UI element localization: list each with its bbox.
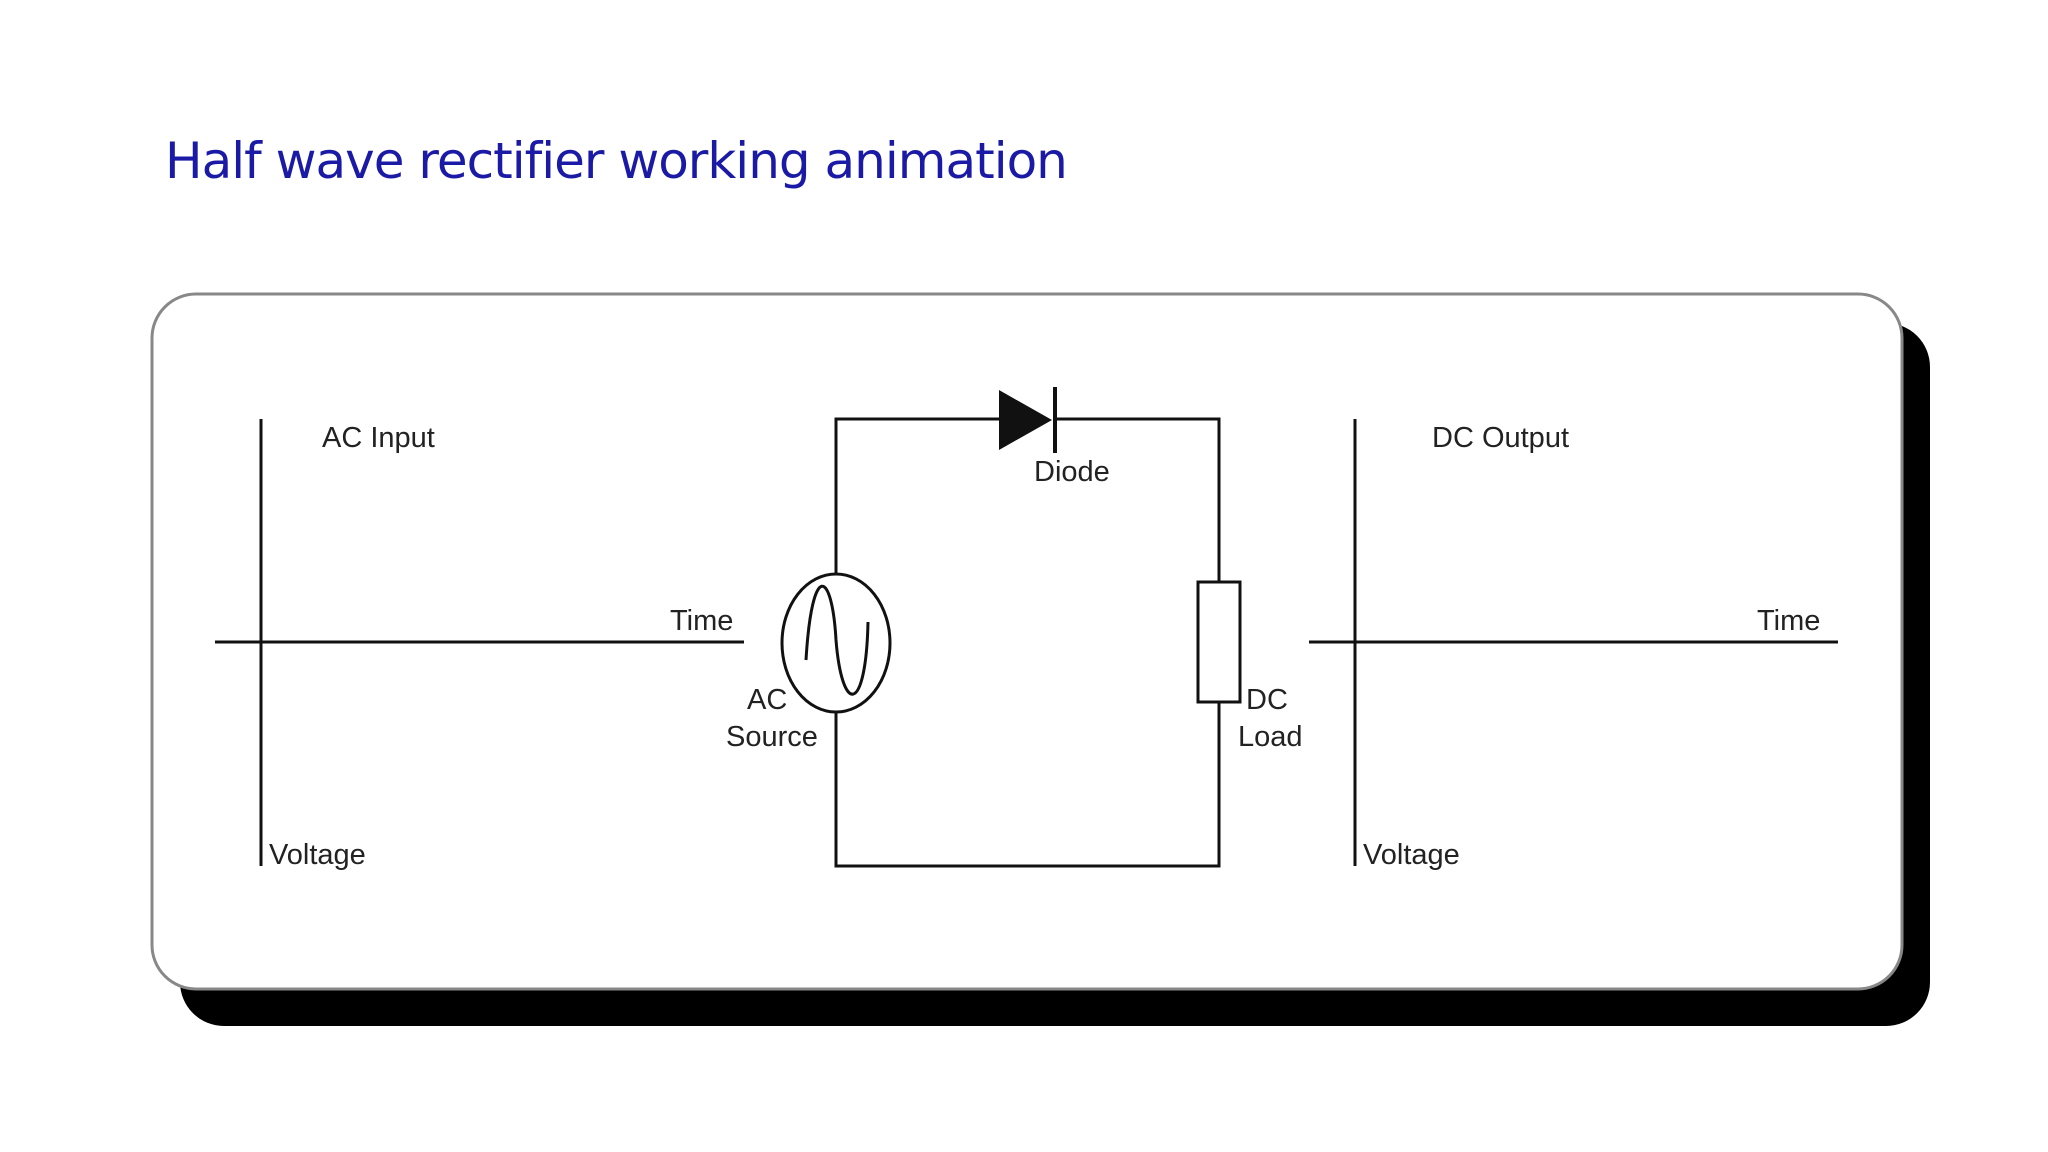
ac-source-label-line1: AC: [747, 684, 787, 716]
dc-output-label: DC Output: [1432, 422, 1569, 454]
diode-label: Diode: [1034, 456, 1110, 488]
ac-input-voltage-label: Voltage: [269, 839, 366, 871]
dc-load-label-line2: Load: [1238, 721, 1303, 753]
ac-input-label: AC Input: [322, 422, 435, 454]
ac-input-time-label: Time: [670, 605, 733, 637]
dc-output-graph: [1309, 419, 1838, 866]
dc-output-time-label: Time: [1757, 605, 1820, 637]
diode-icon: [999, 387, 1057, 453]
ac-source-icon: [780, 572, 892, 714]
circuit-wires: [834, 417, 1221, 868]
dc-load-label-line1: DC: [1246, 684, 1288, 716]
slide-title: Half wave rectifier working animation: [165, 132, 1068, 190]
dc-output-voltage-label: Voltage: [1363, 839, 1460, 871]
ac-input-graph: [215, 419, 744, 866]
dc-load-resistor-icon: [1196, 580, 1242, 704]
diagram-panel: [150, 292, 1904, 991]
ac-source-label-line2: Source: [726, 721, 818, 753]
